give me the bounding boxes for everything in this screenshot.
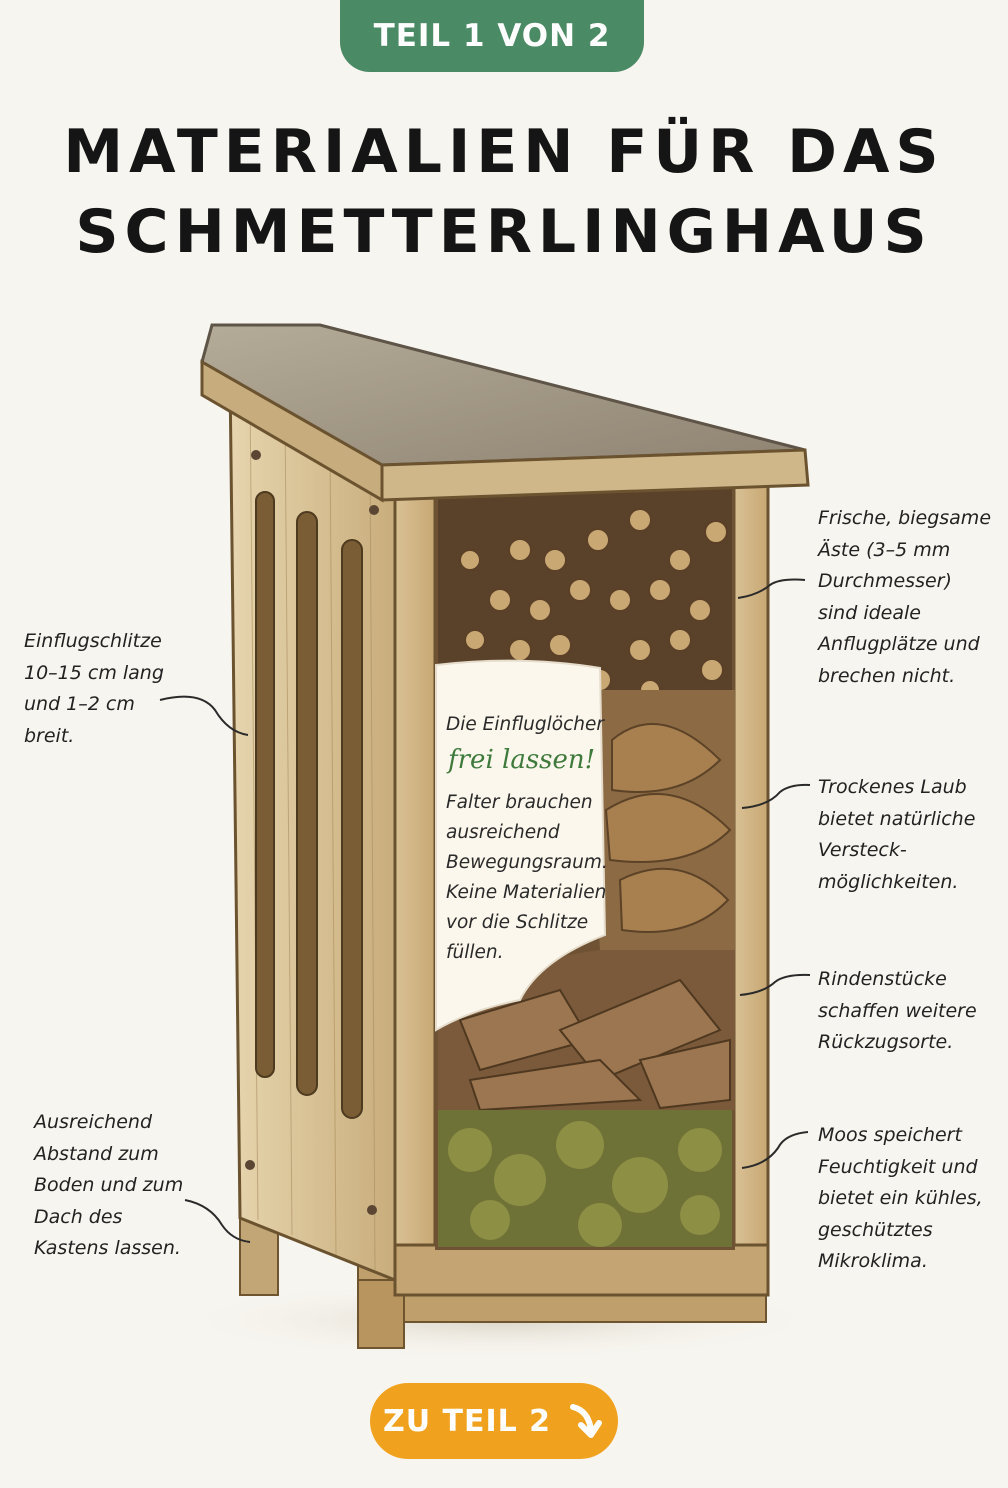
moss-section	[438, 1110, 732, 1247]
page-title-line-1: MATERIALIEN FÜR DAS	[63, 117, 945, 187]
leader-lines	[159, 578, 811, 1243]
slit-1	[255, 491, 275, 1078]
slit-3	[341, 539, 363, 1119]
bark-label: Rindenstücke schaffen weitere Rückzugsor…	[818, 968, 977, 1053]
house-roof	[200, 323, 810, 503]
slits-label: Einflugschlitze 10–15 cm lang und 1–2 cm…	[24, 630, 164, 747]
callout-body: Falter brauchen ausreichend Bewegungsrau…	[446, 792, 608, 963]
distance-label: Ausreichend Abstand zum Boden und zum Da…	[34, 1111, 184, 1259]
callout-box	[435, 659, 607, 1032]
part-badge: TEIL 1 VON 2	[340, 0, 644, 72]
part-badge-label: TEIL 1 VON 2	[373, 18, 611, 54]
next-part-button[interactable]: ZU TEIL 2	[370, 1383, 618, 1459]
slit-2	[296, 511, 318, 1096]
callout-intro: Die Einfluglöcher	[446, 714, 604, 735]
page-title-line-2: SCHMETTERLINGHAUS	[75, 197, 933, 267]
branches-label: Frische, biegsame Äste (3–5 mm Durchmess…	[818, 507, 992, 687]
next-part-button-label: ZU TEIL 2	[382, 1403, 552, 1439]
callout-highlight: frei lassen!	[448, 745, 596, 775]
arrow-down-right-icon	[570, 1404, 603, 1438]
leaves-label: Trockenes Laub bietet natürliche Verstec…	[818, 776, 976, 893]
page-title: MATERIALIEN FÜR DAS SCHMETTERLINGHAUS	[0, 112, 1008, 272]
house-side-panel	[228, 373, 397, 1283]
branches-section	[438, 478, 732, 701]
leaves-section	[595, 690, 735, 950]
moss-label: Moos speichert Feuchtigkeit und bietet e…	[818, 1124, 983, 1272]
